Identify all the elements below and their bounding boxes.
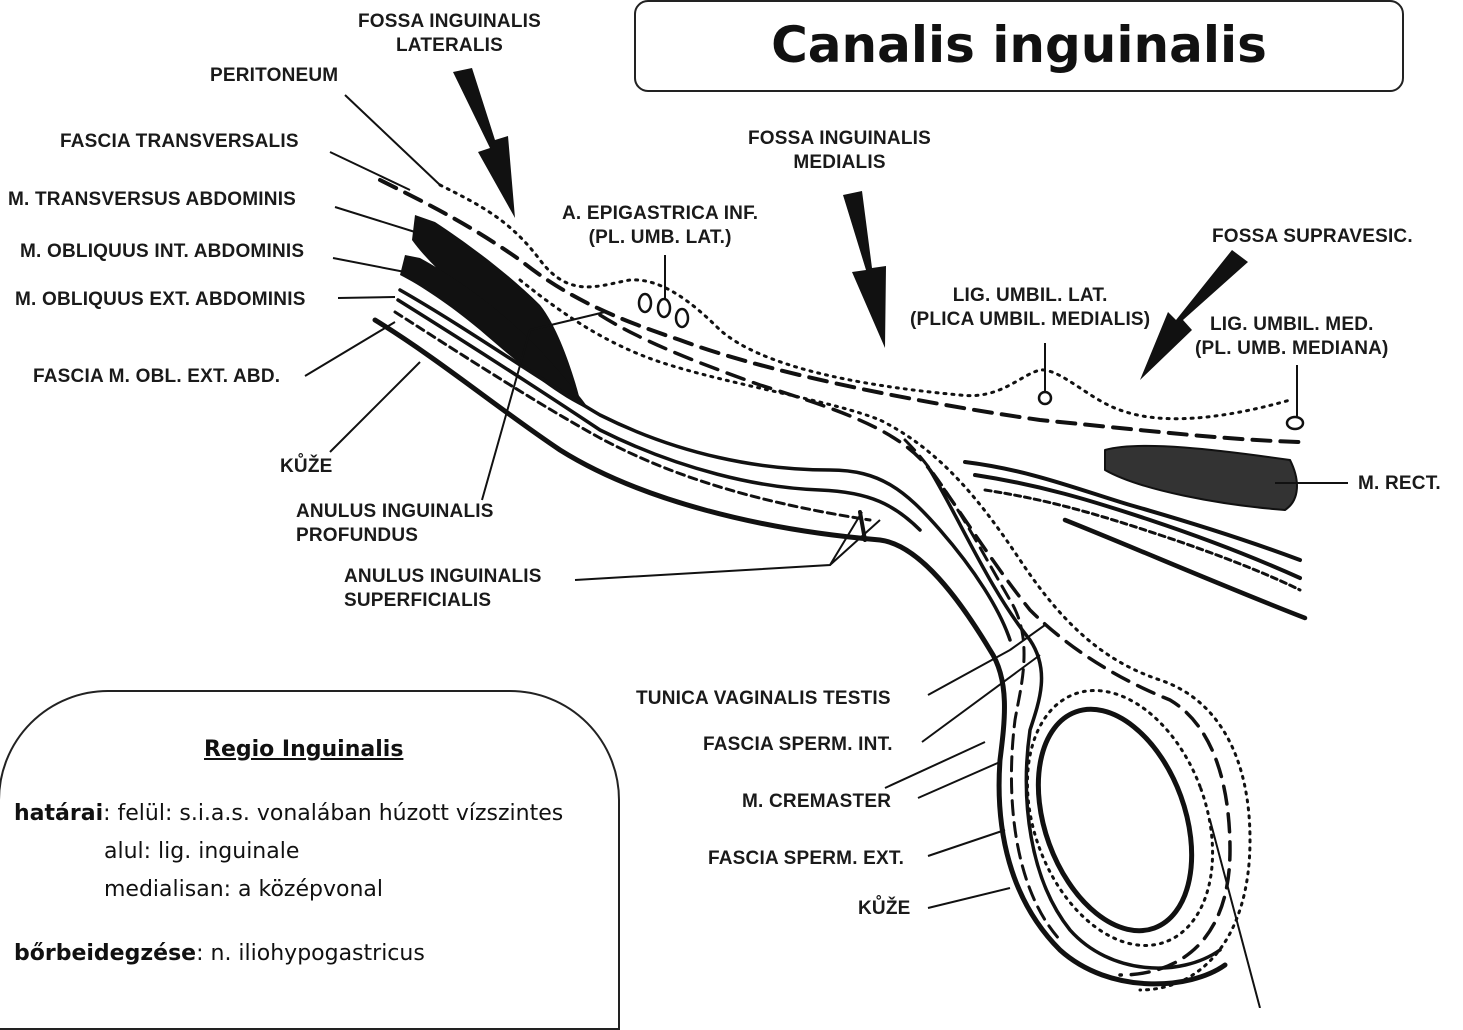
hatarai-line-2: alul: lig. inguinale <box>104 838 299 866</box>
label-fascia-m-obl-ext: FASCIA M. OBL. EXT. ABD. <box>33 365 280 389</box>
inner-layer-line-4 <box>1065 520 1305 618</box>
label-fascia-sperm-ext: FASCIA SPERM. EXT. <box>708 847 904 871</box>
hatarai-text-1: : felül: s.i.a.s. vonalában húzott vízsz… <box>103 801 563 826</box>
label-kuze-upper: KŮŽE <box>280 455 333 479</box>
label-fascia-sperm-int: FASCIA SPERM. INT. <box>703 733 893 757</box>
leader-anulus-sup <box>575 512 880 580</box>
leader-kuze-2 <box>928 888 1010 908</box>
borbeidegzes-line: bőrbeidegzése: n. iliohypogastricus <box>14 940 425 968</box>
label-m-transversus-abdominis: M. TRANSVERSUS ABDOMINIS <box>8 188 296 212</box>
epigastric-vessel-1 <box>639 294 651 312</box>
label-m-rect: M. RECT. <box>1358 472 1441 496</box>
label-kuze-lower: KŮŽE <box>858 897 911 921</box>
lig-umbil-med-circle <box>1287 417 1303 429</box>
label-m-obliquus-int: M. OBLIQUUS INT. ABDOMINIS <box>20 240 304 264</box>
leader-peritoneum <box>345 95 440 185</box>
epigastric-vessel-2 <box>658 299 670 317</box>
arrow-fossa-medialis <box>843 191 886 348</box>
leader-m-obliquus-int <box>333 258 405 272</box>
hatarai-label: határai <box>14 801 103 826</box>
borbeidegzes-value: : n. iliohypogastricus <box>196 941 425 966</box>
regio-inguinalis-heading: Regio Inguinalis <box>204 736 403 764</box>
leader-fascia-transversalis <box>330 152 410 190</box>
label-a-epigastrica-inf: A. EPIGASTRICA INF.(PL. UMB. LAT.) <box>562 202 758 250</box>
leader-m-cremaster-1 <box>885 742 985 788</box>
epigastric-vessel-3 <box>676 309 688 327</box>
label-lig-umbil-lat: LIG. UMBIL. LAT.(PLICA UMBIL. MEDIALIS) <box>910 284 1150 332</box>
hatarai-line-3: medialisan: a középvonal <box>104 876 383 904</box>
label-m-cremaster: M. CREMASTER <box>742 790 891 814</box>
leader-m-obliquus-ext <box>338 297 395 298</box>
label-tunica-vaginalis-testis: TUNICA VAGINALIS TESTIS <box>636 687 891 711</box>
leader-fascia-sperm-int <box>922 655 1040 742</box>
lig-umbil-lat-circle <box>1039 392 1051 404</box>
label-m-obliquus-ext: M. OBLIQUUS EXT. ABDOMINIS <box>15 288 306 312</box>
m-rectus-shape <box>1105 446 1297 510</box>
leader-fascia-sperm-ext <box>928 830 1005 856</box>
leader-kuze-1 <box>330 362 420 452</box>
processus-dotted <box>520 280 1250 990</box>
label-lig-umbil-med: LIG. UMBIL. MED.(PL. UMB. MEDIANA) <box>1195 313 1389 361</box>
borbeidegzes-label: bőrbeidegzése <box>14 941 196 966</box>
hatarai-line-1: határai: felül: s.i.a.s. vonalában húzot… <box>14 800 563 828</box>
label-fossa-supravesic: FOSSA SUPRAVESIC. <box>1212 225 1413 249</box>
label-fascia-transversalis: FASCIA TRANSVERSALIS <box>60 130 299 154</box>
label-peritoneum: PERITONEUM <box>210 64 338 88</box>
leader-m-transversus <box>335 207 415 232</box>
leader-fascia-m-obl <box>305 322 395 376</box>
